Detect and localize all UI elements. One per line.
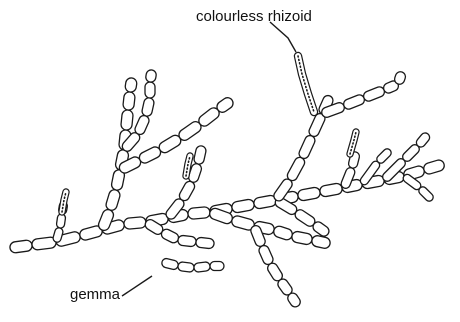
cell <box>193 145 207 165</box>
lower-left-branch <box>143 218 214 249</box>
gemma-filament <box>161 258 224 273</box>
cell <box>177 262 194 273</box>
rhizoid-top <box>298 56 314 112</box>
cell <box>297 134 316 160</box>
cell <box>291 231 313 246</box>
cell <box>145 69 157 83</box>
cell <box>195 237 214 249</box>
cell <box>319 183 343 198</box>
cell <box>231 199 255 214</box>
gemma-pointer <box>122 276 152 296</box>
cell <box>297 187 321 202</box>
cell <box>123 91 136 110</box>
label-gemma: gemma <box>70 287 120 302</box>
rhizoid-right <box>350 132 356 154</box>
cell <box>286 156 307 183</box>
top-right-branch <box>320 70 406 118</box>
cell <box>121 109 134 130</box>
cell <box>342 93 366 110</box>
rhizoid-center <box>186 156 190 176</box>
cell <box>133 114 150 136</box>
cell <box>124 217 147 230</box>
cell <box>105 188 122 211</box>
rhizoid-left <box>62 192 66 212</box>
cell <box>9 240 32 254</box>
cell <box>311 235 331 250</box>
cell <box>417 185 435 203</box>
cell <box>362 85 386 102</box>
filament-network <box>9 69 445 309</box>
cell <box>188 207 211 220</box>
cell <box>375 147 393 165</box>
cell <box>178 180 197 203</box>
label-colourless-rhizoid: colourless rhizoid <box>196 9 312 24</box>
cell <box>422 159 445 176</box>
cell <box>161 258 179 271</box>
cell <box>125 77 138 93</box>
left-upper-branch <box>97 77 138 232</box>
cell <box>177 235 196 247</box>
cell <box>193 262 210 273</box>
cell <box>56 213 66 228</box>
rhizoid-pointer <box>270 22 296 52</box>
cell <box>272 225 293 241</box>
cell <box>210 262 224 271</box>
main-stem <box>9 159 445 254</box>
cell <box>160 228 180 245</box>
cell <box>141 97 155 117</box>
cell <box>145 82 155 98</box>
